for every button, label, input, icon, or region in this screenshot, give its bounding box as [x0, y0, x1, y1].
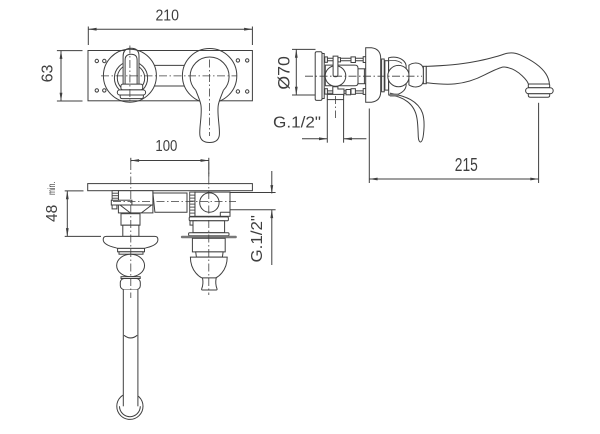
svg-text:min.: min. — [46, 182, 58, 196]
svg-text:Ø70: Ø70 — [275, 56, 294, 90]
svg-text:100: 100 — [155, 138, 177, 155]
svg-text:215: 215 — [455, 155, 478, 175]
svg-text:G.1/2": G.1/2" — [249, 215, 266, 262]
svg-text:63: 63 — [39, 65, 56, 83]
svg-text:G.1/2": G.1/2" — [273, 114, 321, 131]
svg-text:210: 210 — [155, 8, 179, 25]
svg-text:48: 48 — [44, 205, 61, 222]
